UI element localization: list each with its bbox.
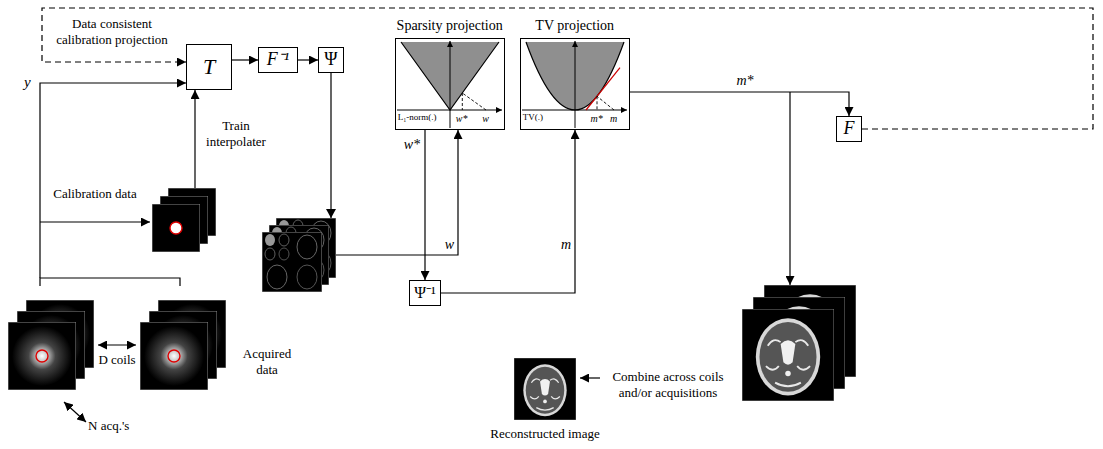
- acq-arrow: [64, 402, 86, 422]
- calibration-line: [40, 221, 150, 222]
- plot-label: w*: [456, 113, 468, 124]
- kspace-image: [8, 322, 76, 390]
- operator-symbol: Ψ⁻¹: [414, 284, 436, 302]
- plot-label: w: [482, 113, 489, 124]
- panel-heading: Sparsity projection: [397, 18, 503, 33]
- dimension-label: N acq.'s: [88, 418, 129, 434]
- operator-box: F: [836, 116, 862, 142]
- edge-label: w: [445, 236, 454, 253]
- plot-label: L₁-norm(.): [398, 113, 437, 123]
- operator-box: F⁻¹: [258, 47, 298, 73]
- wavelet-image: [262, 232, 322, 292]
- l1-plot: [397, 41, 502, 128]
- projection-line: [597, 96, 614, 110]
- train-line: [194, 90, 195, 188]
- output-label: Reconstructed image: [490, 426, 599, 442]
- flow-label: Train interpolater: [200, 118, 272, 150]
- edge-label: m: [561, 236, 571, 253]
- edge-label: w*: [404, 136, 420, 153]
- flow-label: Combine across coils and/or acquisitions: [603, 369, 733, 401]
- coil-arrow: [98, 344, 136, 345]
- kspace-image: [140, 322, 208, 390]
- operator-symbol: F⁻¹: [267, 50, 289, 70]
- projection-panel: Sparsity projectionL₁-norm(.)w*w: [395, 38, 505, 130]
- plot-label: m: [610, 113, 617, 124]
- signal-label: y: [24, 73, 31, 91]
- flow-connector: [298, 59, 318, 60]
- branch-line: [789, 92, 790, 285]
- operator-symbol: F: [844, 119, 855, 139]
- feedback-connector: [42, 8, 1093, 129]
- axis: [575, 41, 576, 128]
- bracket: [40, 278, 180, 286]
- flow-label: Calibration data: [50, 186, 140, 202]
- plot-label: TV(.): [523, 113, 543, 123]
- data-label: Acquired data: [232, 346, 302, 378]
- plot-label: m*: [591, 113, 603, 124]
- operator-box: Ψ⁻¹: [409, 280, 441, 306]
- reconstructed-image: [514, 358, 576, 420]
- operator-box: Ψ: [318, 47, 344, 73]
- operator-symbol: T: [203, 55, 215, 79]
- calibration-image: [152, 204, 200, 252]
- combine-arrow: [580, 377, 600, 378]
- tv-plot: [522, 41, 627, 128]
- axis: [450, 41, 451, 128]
- arrow-head: [326, 209, 336, 218]
- operator-symbol: Ψ: [324, 50, 337, 70]
- flow-connector: [424, 130, 425, 280]
- flow-connector: [441, 130, 575, 293]
- projection-line: [462, 93, 486, 110]
- dimension-label: D coils: [98, 352, 135, 368]
- edge-label: m*: [736, 72, 753, 89]
- edge-label: Data consistent calibration projection: [44, 16, 180, 48]
- flow-connector: [232, 59, 258, 60]
- panel-heading: TV projection: [535, 18, 614, 33]
- tangent-line: [586, 68, 620, 110]
- flow-connector: [630, 92, 849, 116]
- operator-box: T: [186, 44, 232, 90]
- coil-image: [742, 309, 834, 401]
- projection-panel: TV projectionTV(.)m*m: [520, 38, 630, 130]
